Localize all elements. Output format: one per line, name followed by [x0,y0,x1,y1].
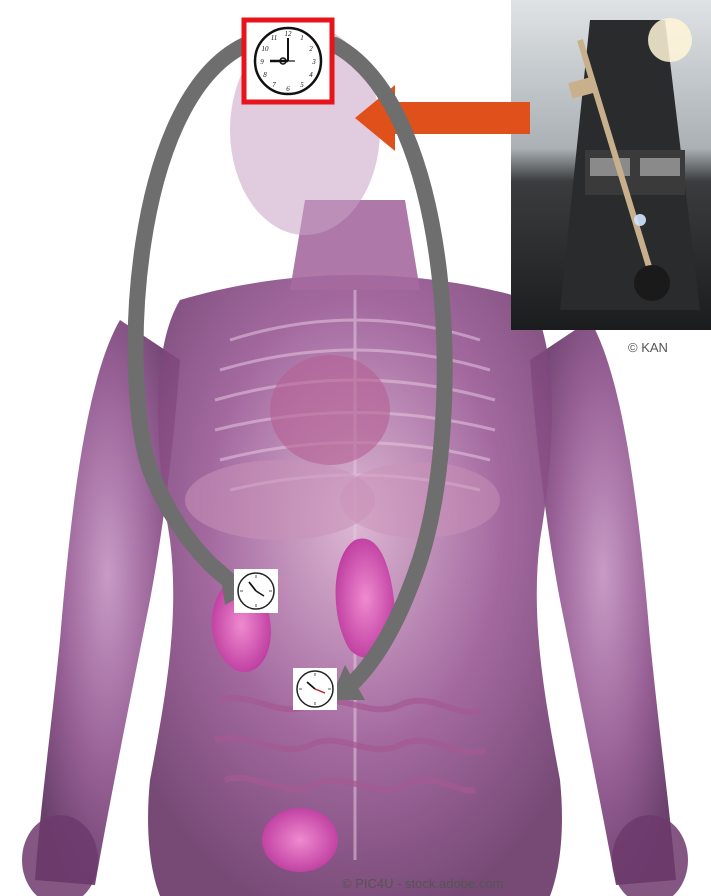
bladder [262,808,338,872]
clock-number-7: 7 [272,81,276,89]
clock-number-4: 4 [309,71,313,79]
clock-number-2: 2 [309,45,313,53]
clock-number-11: 11 [271,34,277,42]
clock-number-6: 6 [286,85,290,93]
clock-number-5: 5 [300,81,304,89]
photo-credit: © KAN [628,340,668,355]
clock-number-3: 3 [311,58,316,66]
kidney-clock [234,569,278,613]
clock-number-12: 12 [285,30,293,38]
clock-number-9: 9 [260,58,264,66]
central-clock: 12 1 2 3 4 5 6 7 8 9 10 11 [244,20,332,102]
clock-number-10: 10 [262,45,270,53]
image-credit: © PIC4U - stock.adobe.com [342,876,503,891]
clock-number-8: 8 [263,71,267,79]
metronome-photo [511,0,711,330]
clock-number-1: 1 [300,34,304,42]
intestine-clock [293,668,337,710]
